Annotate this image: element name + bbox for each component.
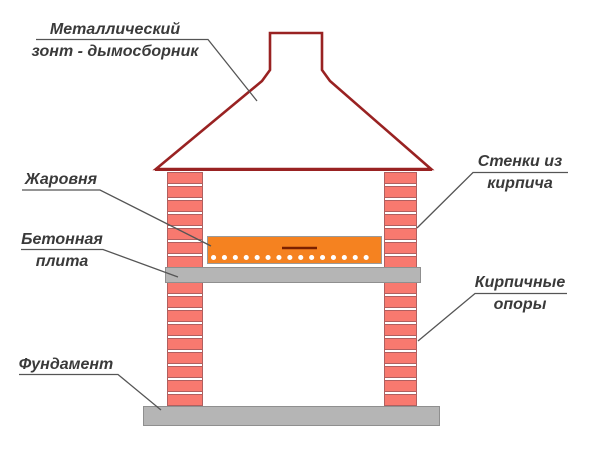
label-concrete-slab-line1: Бетонная: [21, 231, 103, 248]
label-brick-walls-line2: кирпича: [487, 175, 553, 192]
concrete-slab: [165, 267, 421, 283]
label-brick-supports: Кирпичные опоры: [468, 274, 572, 313]
label-brazier-text: Жаровня: [24, 171, 98, 188]
brick-wall-upper-right: [384, 172, 417, 267]
label-concrete-slab-line2: плита: [35, 253, 89, 270]
label-metal-hood-line2: зонт - дымосборник: [31, 43, 199, 60]
label-brick-supports-line2: опоры: [493, 296, 547, 313]
label-brick-supports-line1: Кирпичные: [474, 274, 566, 291]
label-brick-walls: Стенки из кирпича: [468, 153, 572, 192]
label-metal-hood: Металлический зонт - дымосборник: [20, 21, 210, 60]
brazier: [207, 236, 382, 264]
label-brazier: Жаровня: [18, 171, 104, 188]
label-brick-walls-line1: Стенки из: [477, 153, 563, 170]
label-concrete-slab: Бетонная плита: [16, 231, 108, 270]
brick-support-lower-left: [167, 282, 203, 406]
foundation-slab: [143, 406, 440, 426]
leader-foundation: [19, 373, 162, 411]
brick-support-lower-right: [384, 282, 417, 406]
label-foundation-text: Фундамент: [18, 356, 114, 373]
label-foundation: Фундамент: [16, 356, 116, 373]
label-metal-hood-line1: Металлический: [49, 21, 181, 38]
brick-wall-upper-left: [167, 172, 203, 267]
